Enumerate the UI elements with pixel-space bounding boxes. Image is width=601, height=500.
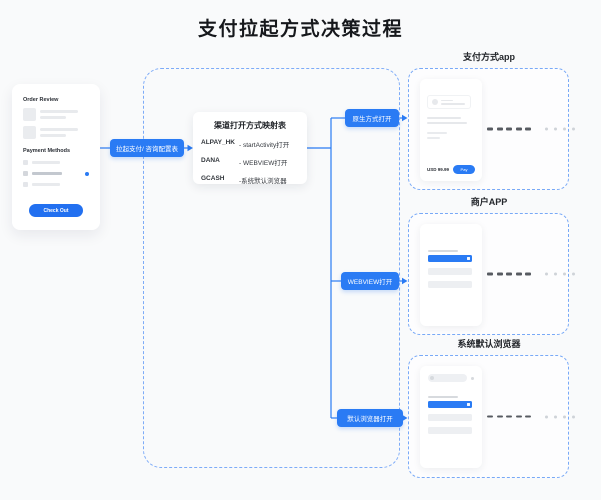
placeholder-bar	[32, 172, 62, 175]
channel-name: DANA	[201, 157, 220, 164]
method-icon	[23, 182, 28, 187]
branch-pill-default-browser: 默认浏览器打开	[337, 409, 403, 427]
panel-header-default-browser: 系统默认浏览器	[457, 339, 521, 349]
arrowhead-icon	[402, 114, 408, 122]
selected-indicator-icon	[85, 171, 89, 176]
placeholder-text-bar	[428, 250, 458, 252]
placeholder-bar	[32, 183, 60, 186]
method-icon	[23, 160, 28, 165]
merchant-app-screen-mock	[420, 224, 482, 326]
mapping-table-rows: ALPAY_HK - startActivity打开 DANA - WEBVIE…	[201, 139, 299, 185]
channel-method: - WEBVIEW打开	[239, 160, 288, 167]
product-thumbnail-placeholder	[23, 126, 36, 139]
dashed-continuation	[487, 272, 575, 276]
payment-method-row	[23, 160, 89, 165]
product-thumbnail-placeholder	[23, 108, 36, 121]
merchant-info-box	[427, 95, 471, 109]
panel-header-payment-app: 支付方式app	[462, 52, 515, 62]
channel-name: GCASH	[201, 175, 225, 182]
payment-app-screen-mock: USD 99.99 Pay	[420, 79, 482, 181]
order-item	[23, 126, 89, 139]
dashed-continuation	[487, 127, 575, 131]
decision-process-container	[143, 68, 400, 468]
mapping-table-title: 渠道打开方式映射表	[214, 121, 286, 130]
favicon-icon	[430, 376, 434, 380]
placeholder-bar	[428, 426, 472, 434]
panel-merchant-app	[408, 213, 575, 335]
browser-screen-mock	[420, 366, 482, 468]
placeholder-bar	[40, 128, 78, 131]
placeholder-bar	[441, 99, 453, 101]
channel-method: -系统默认浏览器	[239, 178, 287, 185]
placeholder-bar	[441, 103, 465, 105]
order-review-label: Order Review	[23, 97, 59, 103]
payment-method-row	[23, 182, 89, 187]
browser-address-row	[428, 374, 474, 382]
menu-dots-icon	[471, 376, 474, 380]
placeholder-bar	[428, 280, 472, 288]
payment-method-row-selected	[23, 171, 89, 176]
channel-mapping-table: 渠道打开方式映射表 ALPAY_HK - startActivity打开 DAN…	[193, 112, 307, 185]
order-item	[23, 108, 89, 121]
placeholder-bar	[40, 116, 66, 119]
placeholder-bar	[428, 267, 472, 275]
placeholder-bar	[40, 134, 66, 137]
placeholder-bar	[32, 161, 60, 164]
channel-name: ALPAY_HK	[201, 139, 235, 146]
placeholder-bar	[427, 137, 440, 139]
highlighted-field	[428, 400, 472, 408]
dashed-continuation	[487, 415, 575, 418]
field-icon	[467, 402, 470, 406]
checkout-phone-mock: Order Review Payment Methods	[12, 84, 100, 230]
branch-pill-webview: WEBVIEW打开	[341, 272, 399, 290]
panel-payment-app: USD 99.99 Pay	[408, 68, 575, 190]
highlighted-field	[428, 254, 472, 262]
address-bar	[428, 374, 468, 382]
amount-label: USD 99.99	[427, 167, 450, 172]
placeholder-bar	[427, 117, 461, 119]
placeholder-text-bar	[428, 396, 458, 398]
panel-header-merchant-app: 商户APP	[470, 197, 508, 207]
placeholder-bar	[428, 413, 472, 421]
placeholder-bar	[427, 122, 467, 124]
channel-method: - startActivity打开	[239, 142, 290, 149]
placeholder-bar	[427, 132, 447, 134]
method-icon	[23, 171, 28, 176]
avatar-icon	[432, 99, 438, 105]
page-title: 支付拉起方式决策过程	[197, 19, 403, 40]
pay-button: Pay	[453, 165, 475, 174]
payment-methods-label: Payment Methods	[23, 148, 71, 154]
field-icon	[467, 256, 470, 260]
arrowhead-icon	[402, 277, 408, 285]
placeholder-bar	[40, 110, 78, 113]
check-out-button: Check Out	[29, 204, 83, 217]
launch-payment-pill: 拉起支付/ 咨询配置表	[110, 139, 184, 157]
branch-pill-native: 原生方式打开	[345, 109, 399, 127]
panel-default-browser	[408, 355, 575, 478]
